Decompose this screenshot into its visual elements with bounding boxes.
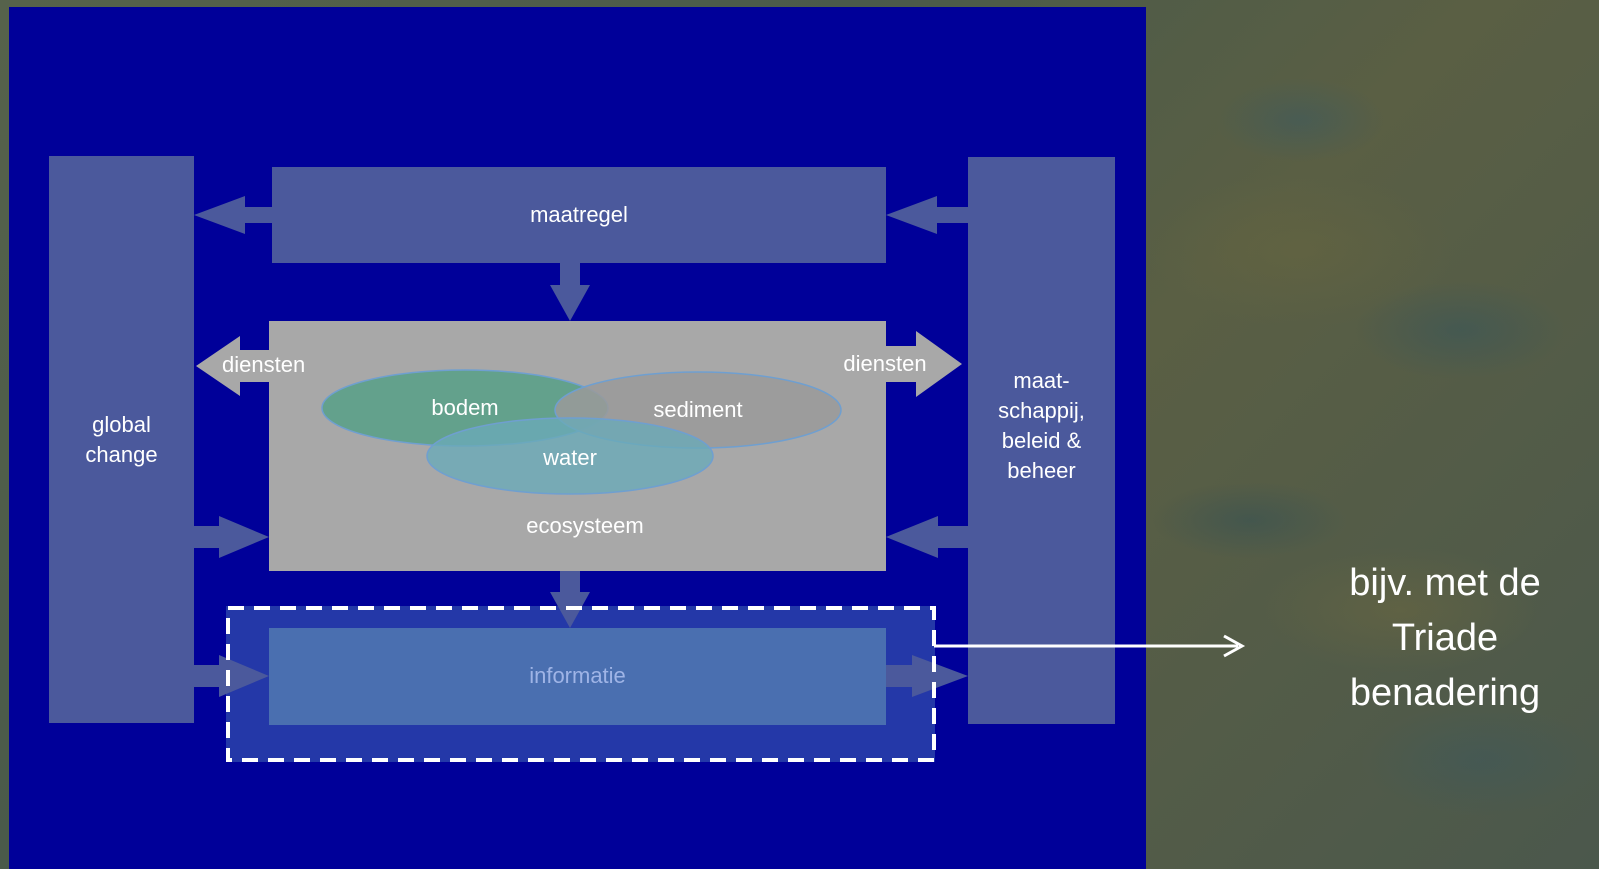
arrow-maatschappij-to-maatregel <box>886 196 968 234</box>
global-change-label: global change <box>85 412 158 467</box>
sediment-label: sediment <box>653 397 743 422</box>
arrow-ecosysteem-to-informatie <box>550 571 590 628</box>
callout-arrow-head <box>1223 634 1246 658</box>
water-ellipse <box>426 417 714 495</box>
arrow-maatschappij-to-ecosysteem <box>886 516 968 558</box>
arrow-global-change-to-informatie <box>194 655 269 697</box>
maatregel-box <box>272 167 886 263</box>
information-highlight-border <box>226 606 936 762</box>
maatschappij-box <box>968 157 1115 724</box>
arrow-maatregel-to-global-change <box>194 196 272 234</box>
diensten-right-label: diensten <box>843 351 927 376</box>
water-label: water <box>543 445 597 470</box>
bodem-label: bodem <box>431 395 499 420</box>
ecosysteem-label: ecosysteem <box>526 513 644 538</box>
arrow-diensten-right <box>886 331 962 397</box>
informatie-label: informatie <box>529 663 626 688</box>
maatregel-label: maatregel <box>530 202 628 227</box>
maatschappij-label: maat- schappij, beleid & beheer <box>998 368 1085 483</box>
arrow-global-change-to-ecosysteem <box>194 516 269 558</box>
triade-callout-text: bijv. met de Triade benadering <box>1349 562 1541 714</box>
global-change-box <box>49 156 194 723</box>
informatie-box <box>269 628 886 725</box>
arrow-diensten-left <box>196 336 269 396</box>
arrow-informatie-to-maatschappij <box>886 655 968 697</box>
diensten-left-label: diensten <box>222 352 306 377</box>
arrow-maatregel-to-ecosysteem <box>550 263 590 321</box>
